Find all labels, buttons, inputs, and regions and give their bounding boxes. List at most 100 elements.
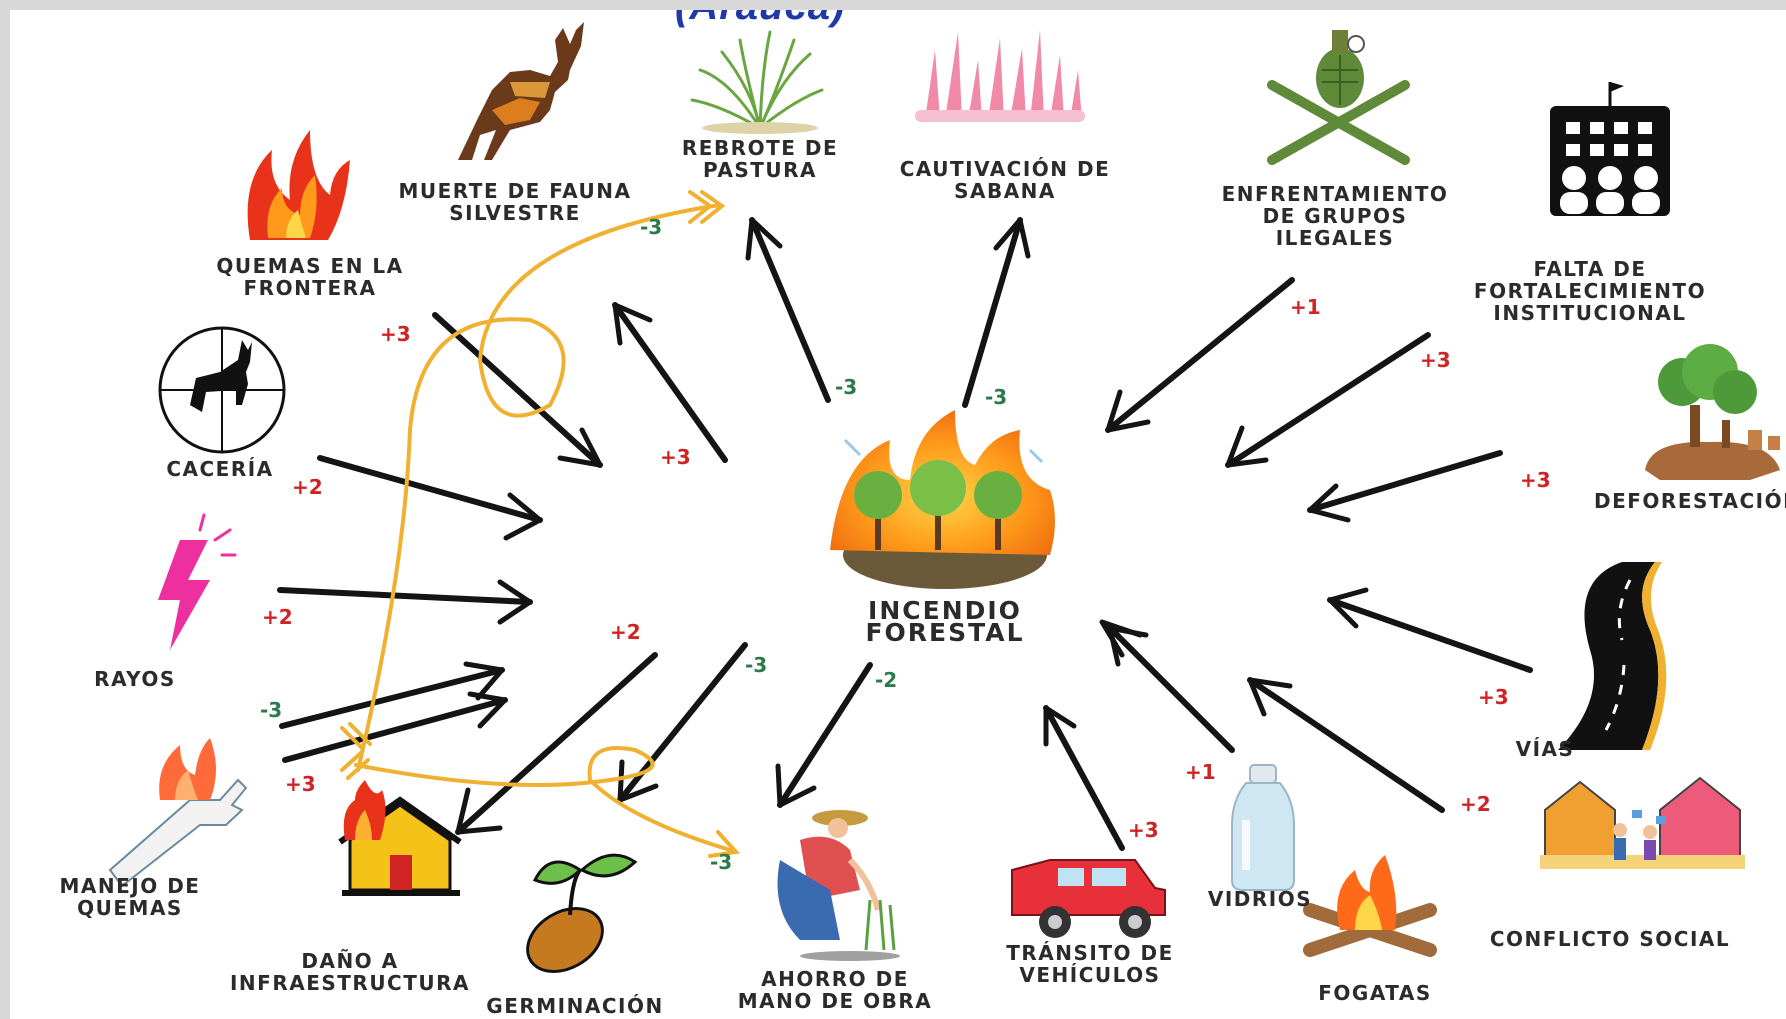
arrowhead-conflicto [1247,677,1293,717]
node-cautivacion: CAUTIVACIÓN DE SABANA [899,157,1111,203]
weight-vidrios: +1 [1185,760,1216,784]
arrow-from-vidrios [1107,625,1235,753]
weight-enfrentamiento: +1 [1290,295,1321,319]
node-germinacion: GERMINACIÓN [486,994,664,1018]
node-falta: FALTA DE FORTALECIMIENTO INSTITUCIONAL [1473,257,1707,325]
arrow-to-rebrote [749,217,831,403]
diagram-title-fragment: (Arauca) [675,10,845,29]
weight-caceria: +2 [292,475,323,499]
grenade-rifles-icon [1267,30,1410,165]
cut-trees-icon [1645,344,1780,480]
arrows-dark [277,217,1533,851]
weight-rebrote: -3 [835,375,858,399]
weight-transito: +3 [1128,818,1159,842]
arrowhead-manejo-a [463,661,505,701]
node-deforestacion: DEFORESTACIÓN [1594,489,1786,513]
weight-manejo-b: +3 [285,772,316,796]
arrow-from-falta [1225,332,1431,468]
grass-icon [690,30,824,134]
weight-germinacion: -3 [745,653,768,677]
node-rebrote: REBROTE DE PASTURA [681,136,839,182]
arrowhead-muerte-fauna [612,302,653,346]
deer-silhouette-icon [458,22,584,160]
node-muerte-fauna: MUERTE DE FAUNA SILVESTRE [398,179,632,225]
weight-ahorro: -2 [875,668,898,692]
arrowhead-caceria [503,492,543,541]
arrowhead-falta [1225,425,1269,468]
weight-rebrote-loop: -3 [640,215,663,239]
node-vidrios: VIDRIOS [1207,887,1313,911]
weight-falta: +3 [1420,348,1451,372]
arrow-from-quemas-frontera [432,312,603,468]
weight-dano: +2 [610,620,641,644]
arrow-from-manejo-b [282,697,508,763]
arrow-from-manejo-a [279,667,505,729]
weight-muerte-fauna: +3 [660,445,691,469]
weight-ahorro-loop: -3 [710,850,733,874]
arrows-loop [340,190,740,858]
arrow-from-enfrentamiento [1105,277,1295,433]
arrow-to-ahorro [777,662,873,808]
arrowhead-deforestacion [1307,483,1351,523]
loop-arrowhead-rebrote [688,190,726,224]
weight-manejo-a: -3 [260,698,283,722]
weight-conflicto: +2 [1460,792,1491,816]
arrowhead-ahorro [775,763,817,808]
road-icon [1558,562,1667,750]
loop-arrowhead-ahorro [708,830,740,858]
diagram-graphics [108,22,1780,973]
arrowhead-dano [455,787,503,835]
arrowhead-manejo-b [467,691,508,729]
arrow-to-dano [455,652,658,835]
loop-tail-feathers [340,722,372,780]
node-caceria: CACERÍA [166,457,274,481]
arrowhead-rebrote [745,217,783,261]
flames-icon [247,130,350,240]
burning-hand-icon [108,738,248,888]
forest-fire-icon [830,410,1055,589]
arrow-to-cautivacion [962,217,1023,408]
arrowhead-germinacion [617,759,659,803]
node-quemas-frontera: QUEMAS EN LA FRONTERA [216,254,404,300]
arrowhead-rayos [497,579,533,625]
arrowhead-vias [1327,587,1369,629]
weight-rayos: +2 [262,605,293,629]
arrowhead-transito [1043,705,1077,747]
arrow-from-rayos [277,587,533,605]
arrowhead-cautivacion [993,217,1031,259]
weight-cautivacion: -3 [985,385,1008,409]
loop-arrow-to-ahorro [354,746,732,852]
arrowhead-quemas-frontera [557,427,603,468]
campfire-icon [1303,855,1437,957]
node-ahorro: AHORRO DE MANO DE OBRA [737,967,933,1013]
building-people-icon [1550,82,1670,216]
node-conflicto: CONFLICTO SOCIAL [1489,927,1731,951]
arrowhead-enfrentamiento [1105,389,1151,433]
arrow-to-muerte-fauna [612,302,728,463]
arrow-from-caceria [317,455,543,523]
jeep-icon [1011,859,1166,938]
node-enfrentamiento: ENFRENTAMIENTO DE GRUPOS ILEGALES [1221,182,1449,250]
bottle-icon [1231,764,1295,891]
node-fogatas: FOGATAS [1318,981,1432,1005]
pink-grass-icon [915,30,1085,122]
arrow-from-conflicto [1247,677,1445,813]
node-vias: VÍAS [1515,737,1575,761]
node-rayos: RAYOS [94,667,176,691]
center-label: INCENDIO FORESTAL [865,596,1025,647]
node-transito: TRÁNSITO DE VEHÍCULOS [1006,941,1174,987]
farmer-icon [777,810,900,961]
burning-house-icon [338,780,462,896]
arrow-from-transito [1043,705,1125,851]
node-manejo: MANEJO DE QUEMAS [59,874,201,920]
weight-vias: +3 [1478,685,1509,709]
weight-quemas-frontera: +3 [380,322,411,346]
node-dano: DAÑO A INFRAESTRUCTURA [229,949,470,995]
arrow-from-vias [1327,597,1533,673]
loop-arrow-to-rebrote [356,203,722,772]
weight-deforestacion: +3 [1520,468,1551,492]
lightning-icon [158,513,237,650]
arrow-from-deforestacion [1307,450,1503,513]
sprout-icon [526,853,638,973]
crosshair-deer-icon [158,326,286,454]
